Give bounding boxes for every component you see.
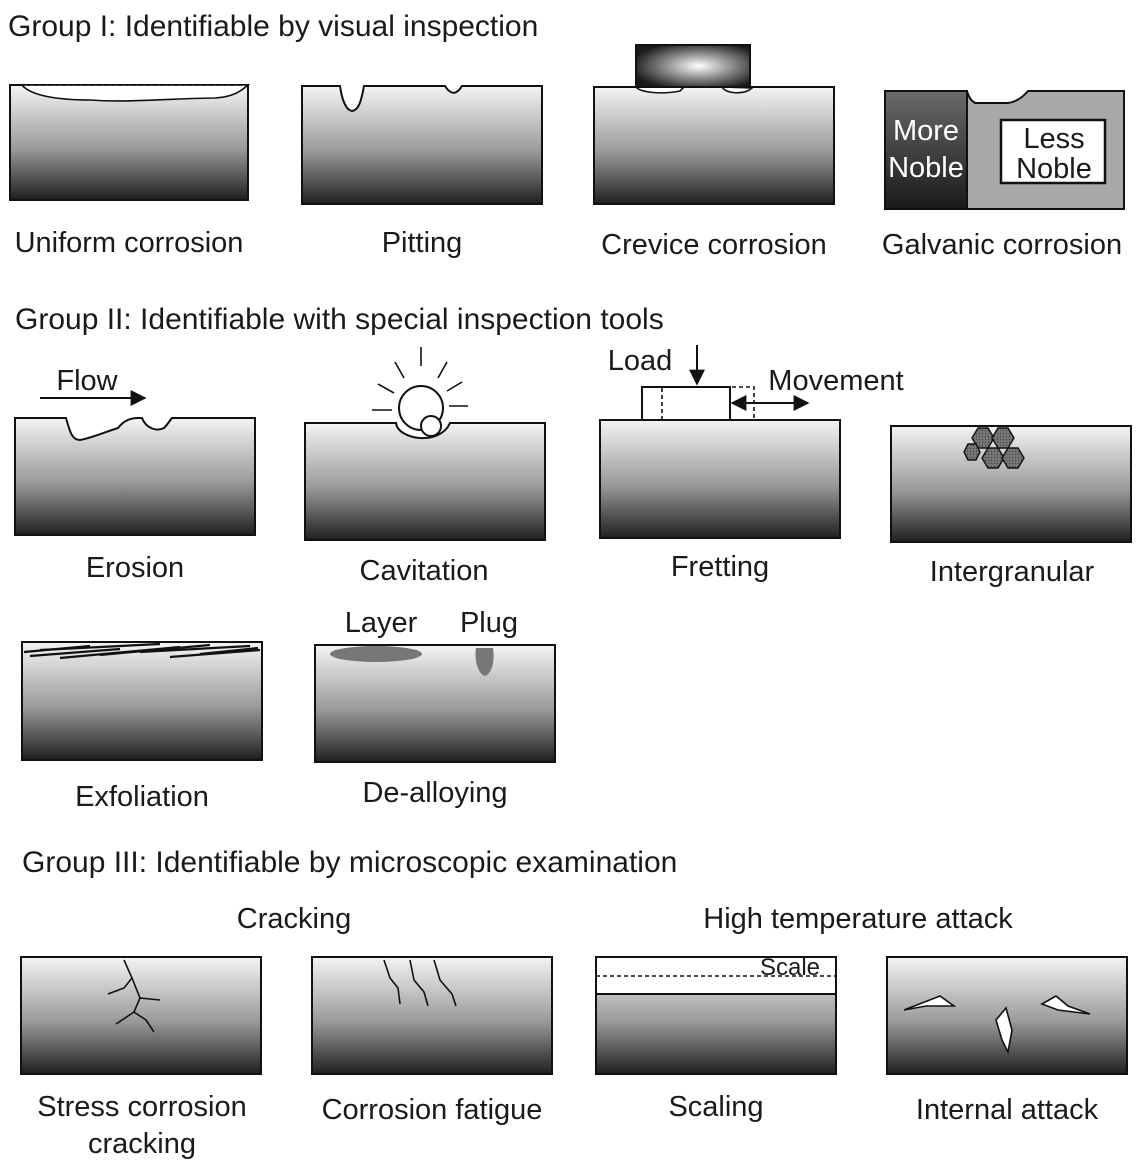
group-2-title: Group II: Identifiable with special insp… bbox=[15, 303, 664, 336]
dealloying-figure bbox=[314, 644, 556, 763]
less-noble-label-2: Noble bbox=[1016, 153, 1092, 185]
grain-cluster bbox=[963, 427, 1025, 469]
scaling-label: Scaling bbox=[668, 1091, 763, 1123]
collapsing-bubble bbox=[420, 415, 442, 437]
corrosion-fatigue-figure bbox=[311, 956, 553, 1075]
crevice-corrosion-label: Crevice corrosion bbox=[601, 229, 827, 261]
cracking-heading: Cracking bbox=[237, 903, 351, 935]
plug-label: Plug bbox=[460, 607, 518, 639]
uniform-corrosion-label: Uniform corrosion bbox=[15, 227, 244, 259]
high-temperature-heading: High temperature attack bbox=[703, 903, 1013, 935]
dealloying-layer bbox=[330, 646, 422, 662]
exfoliation-label: Exfoliation bbox=[75, 781, 209, 813]
dealloying-label: De-alloying bbox=[362, 777, 507, 809]
scc-label-1: Stress corrosion bbox=[37, 1091, 247, 1123]
less-noble-box bbox=[999, 118, 1107, 185]
load-label: Load bbox=[608, 345, 673, 377]
galvanic-corrosion-label: Galvanic corrosion bbox=[882, 229, 1122, 261]
cavitation-figure bbox=[304, 347, 546, 541]
pitting-figure bbox=[301, 85, 543, 205]
crevice-washer bbox=[635, 44, 751, 88]
layer-label: Layer bbox=[345, 607, 418, 639]
intergranular-label: Intergranular bbox=[930, 556, 1095, 588]
scc-label-2: cracking bbox=[88, 1128, 196, 1160]
scale-label: Scale bbox=[760, 954, 820, 981]
more-noble-metal bbox=[884, 90, 968, 210]
uniform-corrosion-figure bbox=[9, 84, 251, 201]
cavitation-label: Cavitation bbox=[360, 555, 489, 587]
movement-label: Movement bbox=[768, 365, 903, 397]
shock-lines bbox=[372, 347, 468, 411]
stress-corrosion-cracking-figure bbox=[20, 956, 262, 1075]
crevice-corrosion-figure bbox=[593, 44, 835, 205]
pitting-label: Pitting bbox=[382, 227, 463, 259]
intergranular-figure bbox=[890, 425, 1132, 543]
more-noble-label-1: More bbox=[893, 115, 959, 147]
scc-crack bbox=[107, 959, 161, 1033]
flow-label: Flow bbox=[56, 365, 118, 397]
galvanic-corrosion-figure bbox=[884, 90, 1125, 210]
fretting-figure bbox=[599, 345, 841, 539]
group-1-title: Group I: Identifiable by visual inspecti… bbox=[8, 10, 538, 43]
internal-attack-figure bbox=[886, 956, 1128, 1075]
fatigue-cracks bbox=[383, 959, 457, 1007]
fretting-label: Fretting bbox=[671, 551, 769, 583]
dealloying-plug bbox=[475, 648, 494, 676]
internal-voids bbox=[903, 995, 1091, 1055]
erosion-label: Erosion bbox=[86, 552, 184, 584]
erosion-figure bbox=[14, 390, 256, 536]
more-noble-label-2: Noble bbox=[888, 152, 964, 184]
less-noble-label-1: Less bbox=[1023, 123, 1084, 155]
group-3-title: Group III: Identifiable by microscopic e… bbox=[22, 846, 677, 879]
internal-attack-label: Internal attack bbox=[916, 1094, 1099, 1126]
exfoliation-layers bbox=[23, 642, 261, 660]
corrosion-fatigue-label: Corrosion fatigue bbox=[322, 1094, 543, 1126]
exfoliation-figure bbox=[21, 641, 263, 761]
scaling-figure bbox=[595, 956, 837, 1075]
fretting-contact-block bbox=[641, 386, 731, 421]
